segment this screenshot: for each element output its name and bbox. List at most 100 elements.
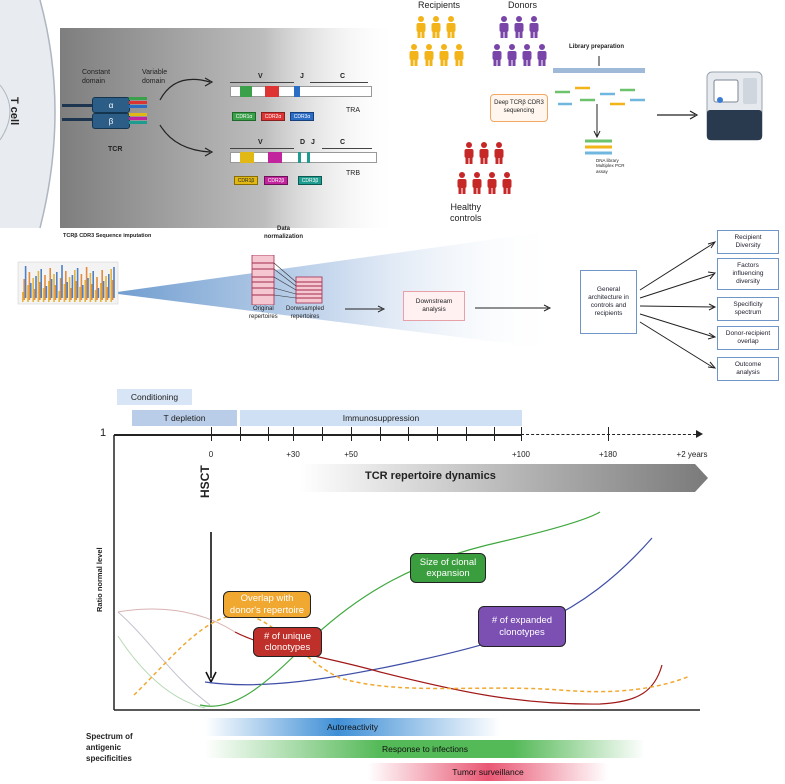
original-repertoires-label: Original repertoires [249,306,278,320]
thumbnail-bar [39,282,41,300]
thumbnail-bar [56,272,58,298]
timeline-tick [408,427,409,441]
beta-label: β [108,116,114,126]
tick-50: +50 [344,450,358,459]
tick-100: +100 [511,450,531,459]
thumbnail-bar [68,277,71,302]
trb-cdr2-box: CDR2β [264,176,288,185]
band-tumor-surveillance: Tumor surveillance [368,763,608,781]
trb-v-span [230,148,294,149]
thumbnail-bar [76,268,79,298]
general-architecture-box: General architecture in controls and rec… [580,270,637,334]
thumbnail-bar [84,280,86,302]
timeline-tick [240,427,241,441]
timeline-tick [268,427,269,441]
healthy-controls-label: Healthy controls [450,202,482,224]
alpha-label: α [108,100,114,110]
thumbnail-bar [80,274,83,300]
timeline-tick [437,427,438,441]
donors-label: Donors [508,0,538,10]
tra-cdr1-box: CDR1α [232,112,256,121]
thumbnail-bar [82,285,84,298]
label-unique-clonotypes: # of unique clonotypes [253,627,322,657]
variable-domain-label: Variable domain [142,69,168,86]
thumbnail-bar [45,286,48,298]
spectrum-title: Spectrum of antigenic specificities [86,732,133,764]
thumbnail-bar [58,291,60,302]
assay-label: DNA library Multiplex PCR assay [596,158,625,174]
pipeline-arrows [345,241,717,369]
library-prep-label: Library preparation [569,44,625,50]
thumbnail-bar [96,277,98,300]
trb-c-span [322,148,372,149]
output-donor-recipient-overlap: Donor-recipient overlap [717,326,779,350]
thumbnail-bar [65,271,67,300]
thumbnail-bar [75,281,77,300]
thumbnail-bar [42,288,45,302]
tra-cdr3-box: CDR3α [290,112,314,121]
label-overlap-donor: Overlap with donor's repertoire [223,591,311,618]
thumbnail-bar [35,276,37,298]
thumbnail-bar [66,282,68,298]
tcr-membrane-link-2 [62,118,92,121]
constant-domain-label: Constant domain [82,69,111,86]
timeline-tick [322,427,323,441]
thumbnail-bar [106,287,109,300]
thumbnail-bar [113,267,115,298]
trb-v-label: V [258,139,263,146]
normalization-diagram [251,255,323,305]
thumbnail-bar [89,273,92,302]
timeline-tick [211,427,212,441]
output-factors-diversity: Factors influencing diversity [717,258,779,290]
downsampled-repertoires-label: Donwsampled repertoires [286,306,325,320]
downstream-analysis-box: Downstream analysis [403,291,465,321]
timeline-axis-arrow [696,430,703,438]
tra-cdr1-seg [240,86,252,97]
tcr-beta-chain: β [92,113,130,129]
thumbnail-bar [101,270,103,300]
thumbnail-bar [91,284,93,300]
timeline-tick [608,427,609,441]
people-figures [409,16,763,194]
data-normalization-label: Data normalization [264,226,304,240]
output-outcome-analysis: Outcome analysis [717,357,779,381]
thumbnail-bar [79,287,81,302]
thumbnail-bar [102,281,105,298]
thumbnail-bar [37,271,40,302]
output-recipient-diversity: Recipient Diversity [717,230,779,254]
thumbnail-bar [63,284,66,302]
tra-c-span [310,82,368,83]
thumbnail-bar [94,290,97,302]
thumbnail-bar [40,269,42,298]
thumbnail-bar [33,289,36,300]
tick-180: +180 [598,450,618,459]
thumbnail-bar [22,292,24,302]
label-expanded-clonotypes: # of expanded clonotypes [478,606,566,647]
thumbnail-bar [105,276,107,302]
timeline-tick [494,427,495,441]
thumbnail-bar [71,275,74,298]
beta-variable-stripes [129,113,147,127]
timeline-tick [293,427,294,441]
thumbnail-bar [24,266,27,298]
phase-conditioning: Conditioning [117,389,192,405]
thumbnail-bar [23,279,25,300]
thumbnail-bar [87,278,89,298]
thumbnail-bar [111,280,114,300]
timeline-tick [351,427,352,441]
phase-t-depletion: T depletion [132,410,237,426]
thumbnail-bar [50,279,53,298]
thumbnail-bar [53,274,55,302]
thumbnail-bar [97,288,100,298]
tra-v-label: V [258,73,263,80]
tra-c-label: C [340,73,346,80]
thumbnail-bar [61,265,63,298]
timeline-tick [380,427,381,441]
tra-cdr3-seg [294,86,300,97]
thumbnail-bar [54,285,57,300]
tra-v-span [230,82,294,83]
timeline-axis [114,434,521,436]
y-axis-one: 1 [100,427,107,439]
tcr-membrane-link [62,104,92,107]
phase-immunosuppression: Immunosuppression [240,410,522,426]
